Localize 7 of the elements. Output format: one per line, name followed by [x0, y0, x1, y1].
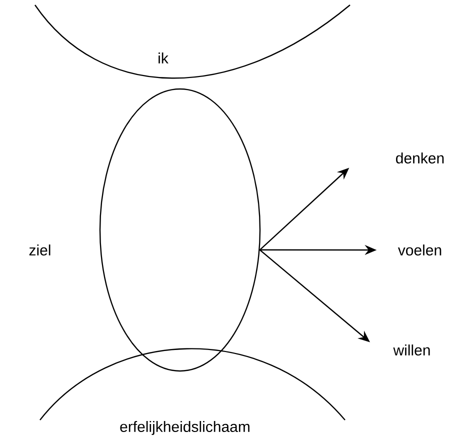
word-label: denken [396, 152, 444, 164]
ellipse [99, 88, 261, 372]
word-label: voelen [398, 244, 442, 256]
side-label: ziel [29, 244, 50, 256]
word-label: willen [393, 344, 430, 356]
curve: erfelijkheidslichaam [40, 348, 346, 435]
curve: ik [34, 4, 350, 79]
